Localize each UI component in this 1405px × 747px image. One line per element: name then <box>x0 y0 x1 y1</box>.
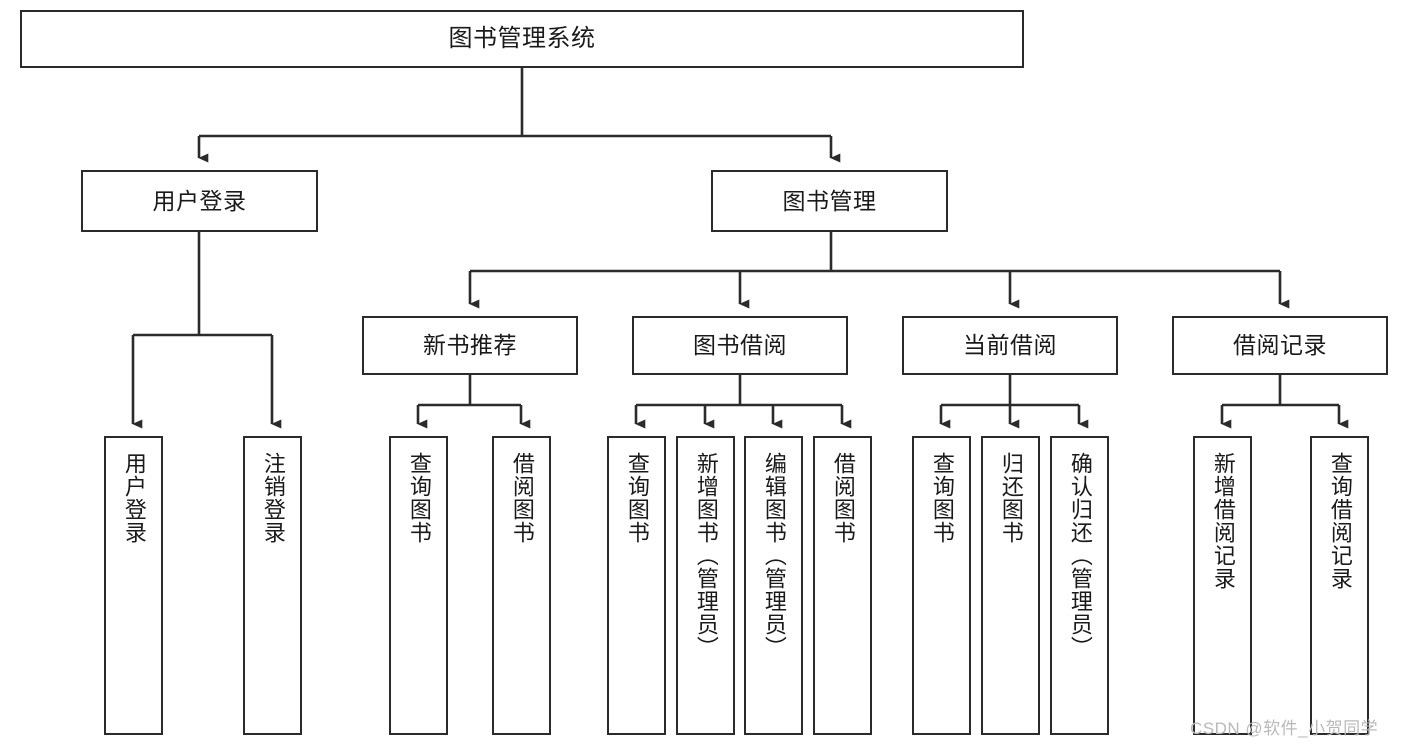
watermark-text: CSDN @软件_小贺同学 <box>1190 719 1379 738</box>
node-book-manage[interactable]: 图书管理 <box>711 170 948 232</box>
node-leaf-query-book-2[interactable]: 查询图书 <box>607 436 666 735</box>
node-leaf-edit-book-label: 编辑图书（管理员） <box>761 452 787 659</box>
node-leaf-return-book-label: 归还图书 <box>998 452 1024 544</box>
node-leaf-logout-login-label: 注销登录 <box>260 452 286 544</box>
node-book-manage-label: 图书管理 <box>782 187 877 214</box>
node-leaf-query-book-3-label: 查询图书 <box>929 452 955 544</box>
node-new-book-recommend[interactable]: 新书推荐 <box>362 316 578 375</box>
node-leaf-add-book-label: 新增图书（管理员） <box>693 452 719 659</box>
node-leaf-query-record-label: 查询借阅记录 <box>1327 452 1353 590</box>
node-leaf-borrow-book-1-label: 借阅图书 <box>509 452 535 544</box>
node-leaf-return-book[interactable]: 归还图书 <box>981 436 1040 735</box>
node-current-borrow-label: 当前借阅 <box>963 332 1057 359</box>
node-leaf-query-book-1[interactable]: 查询图书 <box>389 436 448 735</box>
node-leaf-add-book[interactable]: 新增图书（管理员） <box>676 436 735 735</box>
node-leaf-query-record[interactable]: 查询借阅记录 <box>1310 436 1369 735</box>
node-leaf-user-login-label: 用户登录 <box>121 452 147 544</box>
node-leaf-query-book-1-label: 查询图书 <box>406 452 432 544</box>
node-leaf-add-record-label: 新增借阅记录 <box>1210 452 1236 590</box>
node-book-borrow-label: 图书借阅 <box>693 332 787 359</box>
node-leaf-borrow-book-1[interactable]: 借阅图书 <box>492 436 551 735</box>
node-root[interactable]: 图书管理系统 <box>20 10 1024 68</box>
node-leaf-confirm-return-label: 确认归还（管理员） <box>1067 452 1093 659</box>
node-leaf-logout-login[interactable]: 注销登录 <box>243 436 302 735</box>
node-new-book-recommend-label: 新书推荐 <box>423 332 517 359</box>
node-leaf-borrow-book-2-label: 借阅图书 <box>830 452 856 544</box>
node-borrow-record[interactable]: 借阅记录 <box>1172 316 1388 375</box>
node-user-login-label: 用户登录 <box>152 187 247 214</box>
node-leaf-edit-book[interactable]: 编辑图书（管理员） <box>744 436 803 735</box>
node-root-label: 图书管理系统 <box>448 25 596 52</box>
node-leaf-borrow-book-2[interactable]: 借阅图书 <box>813 436 872 735</box>
node-current-borrow[interactable]: 当前借阅 <box>902 316 1118 375</box>
node-borrow-record-label: 借阅记录 <box>1233 332 1327 359</box>
node-leaf-user-login[interactable]: 用户登录 <box>104 436 163 735</box>
node-book-borrow[interactable]: 图书借阅 <box>632 316 848 375</box>
node-leaf-add-record[interactable]: 新增借阅记录 <box>1193 436 1252 735</box>
node-leaf-confirm-return[interactable]: 确认归还（管理员） <box>1050 436 1109 735</box>
node-leaf-query-book-2-label: 查询图书 <box>624 452 650 544</box>
node-user-login[interactable]: 用户登录 <box>81 170 318 232</box>
node-leaf-query-book-3[interactable]: 查询图书 <box>912 436 971 735</box>
